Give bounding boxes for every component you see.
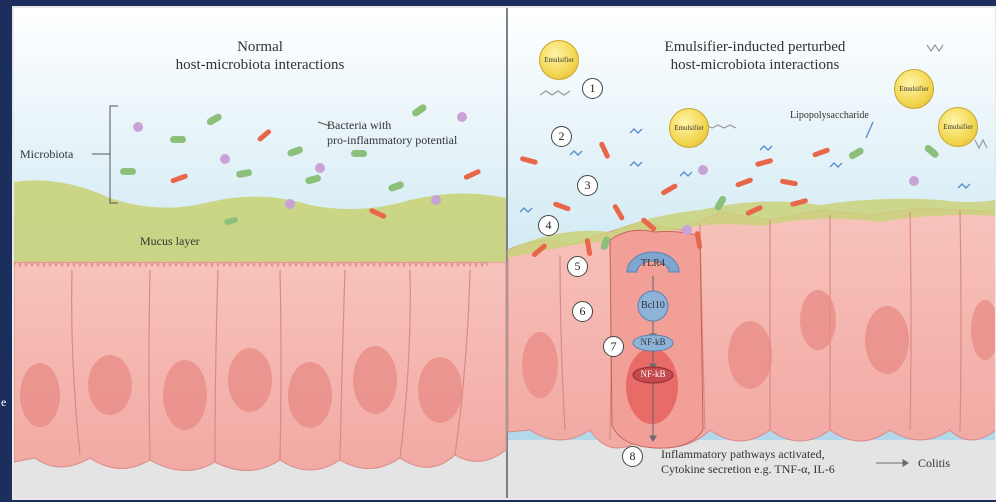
- bacteria-label-line2: pro-inflammatory potential: [327, 133, 502, 148]
- right-title-line1: Emulsifier-inducted perturbed: [635, 38, 875, 56]
- outcome-text: Inflammatory pathways activated, Cytokin…: [661, 447, 881, 477]
- step-3-marker: 3: [577, 175, 598, 196]
- bacteria-label-line1: Bacteria with: [327, 118, 502, 133]
- step-5-marker: 5: [567, 256, 588, 277]
- nfkb-cytoplasm-label: NF-kB: [633, 337, 673, 347]
- step-4-marker: 4: [538, 215, 559, 236]
- lps-label: Lipopolysaccharide: [790, 110, 869, 121]
- left-panel: [14, 8, 506, 498]
- tlr4-label: TLR4: [633, 258, 673, 269]
- bcl10-label: Bcl10: [633, 300, 673, 311]
- left-title: Normal host-microbiota interactions: [155, 38, 365, 74]
- left-title-line1: Normal: [155, 38, 365, 56]
- emulsifier-particle-4: Emulsifier: [938, 107, 978, 147]
- right-title: Emulsifier-inducted perturbed host-micro…: [635, 38, 875, 74]
- left-title-line2: host-microbiota interactions: [155, 56, 365, 74]
- emulsifier-particle-2: Emulsifier: [669, 108, 709, 148]
- outcome-line1: Inflammatory pathways activated,: [661, 447, 881, 462]
- bacteria-label: Bacteria with pro-inflammatory potential: [327, 118, 502, 148]
- step-2-marker: 2: [551, 126, 572, 147]
- outcome-line2: Cytokine secretion e.g. TNF-α, IL-6: [661, 462, 881, 477]
- side-fragment-text: e: [1, 395, 6, 410]
- microbiota-label: Microbiota: [20, 147, 73, 162]
- colitis-label: Colitis: [918, 456, 950, 471]
- emulsifier-particle-1: Emulsifier: [539, 40, 579, 80]
- mucus-layer-label: Mucus layer: [140, 234, 200, 249]
- step-6-marker: 6: [572, 301, 593, 322]
- step-1-marker: 1: [582, 78, 603, 99]
- activated-nucleus: [626, 348, 678, 424]
- nfkb-nuclear-label: NF-kB: [633, 369, 673, 379]
- step-8-marker: 8: [622, 446, 643, 467]
- emulsifier-particle-3: Emulsifier: [894, 69, 934, 109]
- step-7-marker: 7: [603, 336, 624, 357]
- right-title-line2: host-microbiota interactions: [635, 56, 875, 74]
